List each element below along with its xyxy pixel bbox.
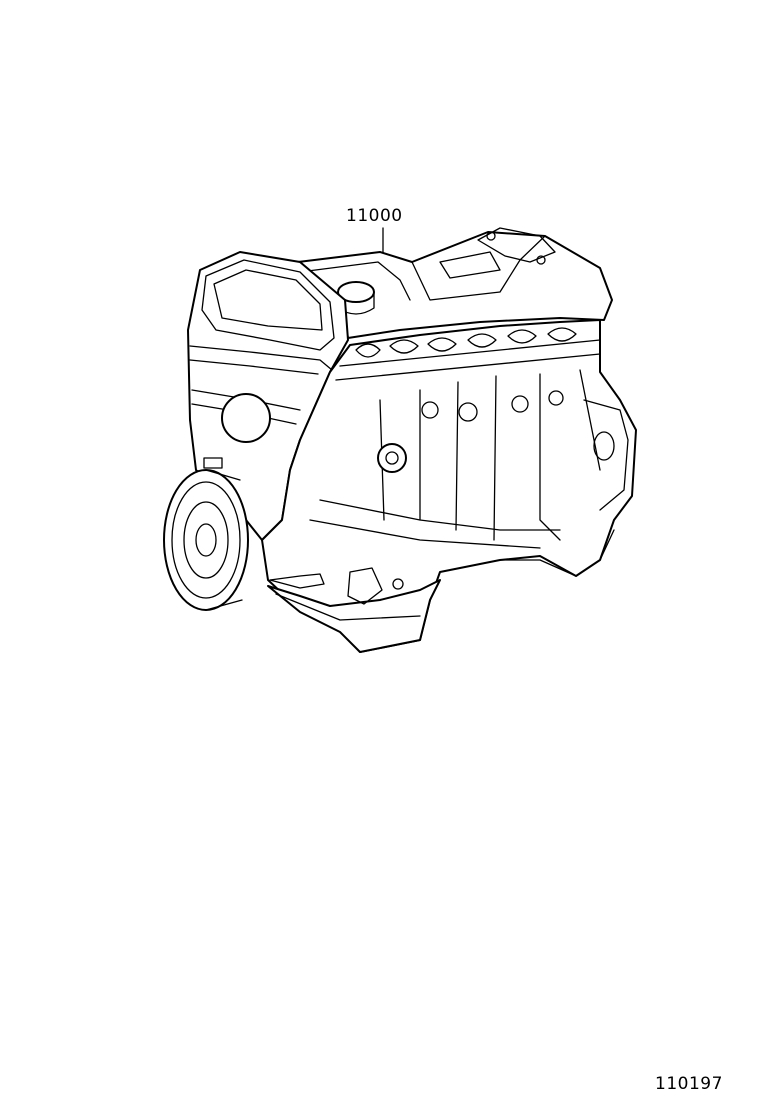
ports-row	[335, 327, 601, 381]
figure-id: 110197	[655, 1074, 723, 1094]
part-number-label: 11000	[346, 206, 403, 226]
oil-pan	[267, 579, 441, 653]
head-cover	[297, 231, 613, 339]
engine-block	[261, 319, 637, 653]
crank-pulley	[163, 469, 249, 611]
